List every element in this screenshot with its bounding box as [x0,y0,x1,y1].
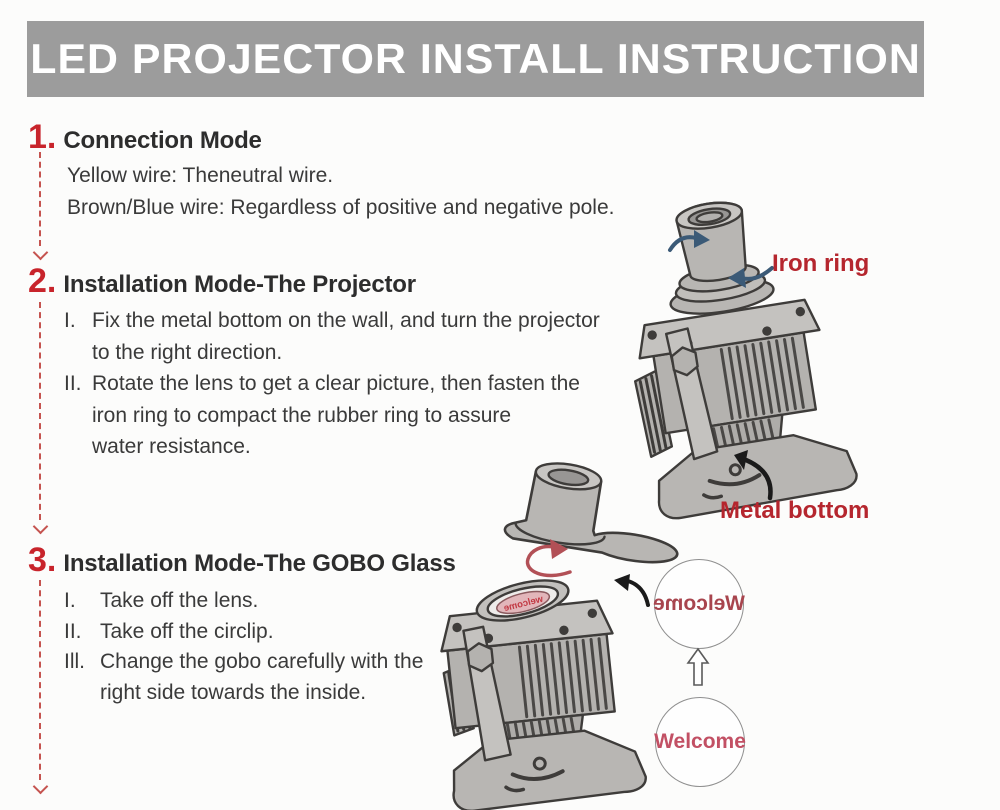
flip-up-arrow-icon [686,647,710,686]
flow-arrow-2 [39,302,41,520]
text-line: Rotate the lens to get a clear picture, … [92,372,580,395]
text-line: water resistance. [92,435,251,458]
section-3-number: 3. [28,541,57,579]
item-marker: I. [64,309,76,332]
section-3-title: Installation Mode-The GOBO Glass [63,550,456,577]
bracket-arm [462,625,512,762]
gobo-preview-normal-text: Welcome [654,730,746,753]
metal-bottom-arrow [734,450,773,501]
flow-arrow-1 [39,152,41,246]
text-line: Fix the metal bottom on the wall, and tu… [92,309,600,332]
fasten-arrow-blue [668,230,774,288]
text-line: Take off the lens. [100,589,259,612]
hex-knob [466,642,495,673]
section-1-heading: 1. Connection Mode [28,120,262,155]
section-2-heading: 2. Installation Mode-The Projector [28,264,416,299]
metal-bottom-base [657,434,858,520]
flow-arrow-3 [39,580,41,780]
text-line: Yellow wire: Theneutral wire. [67,164,334,187]
section-1-body: Yellow wire: Theneutral wire. Brown/Blue… [67,160,614,224]
section-3-body: I. Take off the lens. II. Take off the c… [64,586,423,708]
hex-knob [670,346,699,377]
list-item: I. Take off the lens. [64,586,423,617]
projector-assembled-illustration [634,201,858,520]
item-marker: II. [64,619,82,643]
item-marker: II. [64,372,82,395]
text-line: Change the gobo carefully with the [100,650,424,673]
list-item: I. Fix the metal bottom on the wall, and… [64,305,600,368]
section-3-heading: 3. Installation Mode-The GOBO Glass [28,543,456,578]
bracket-arm [664,327,719,461]
gobo-preview-mirrored: Welcome [653,559,745,649]
metal-bottom-base [452,729,647,810]
text-line: iron ring to compact the rubber ring to … [92,403,512,427]
open-top-arrow [614,574,650,607]
text-line: Take off the circlip. [100,619,274,643]
gobo-opening: welcome [475,579,570,622]
section-1-title: Connection Mode [63,127,262,154]
metal-bottom-label: Metal bottom [720,497,870,524]
iron-ring-label: Iron ring [772,250,870,277]
projector-open-illustration: welcome [440,462,679,810]
text-line: Brown/Blue wire: Regardless of positive … [67,196,615,219]
heatsink-fins-left [634,369,674,458]
section-1-number: 1. [28,118,57,156]
section-2-title: Installation Mode-The Projector [63,271,416,298]
list-item: Ill. Change the gobo carefully with the … [64,647,423,708]
gobo-preview-normal: Welcome [654,697,746,787]
gobo-preview-mirrored-text: Welcome [653,592,745,615]
text-line: to the right direction. [92,340,283,364]
detached-lens [503,462,679,564]
section-2-body: I. Fix the metal bottom on the wall, and… [64,305,600,463]
rotate-lens-arrow [525,539,572,578]
text-line: right side towards the inside. [100,680,367,704]
section-2-number: 2. [28,262,57,300]
list-item: II. Rotate the lens to get a clear pictu… [64,368,600,463]
lens-barrel [675,201,747,283]
item-marker: Ill. [64,650,85,673]
item-marker: I. [64,589,76,612]
list-item: II. Take off the circlip. [64,617,423,648]
header-banner: LED PROJECTOR INSTALL INSTRUCTION [27,21,924,97]
page-title: LED PROJECTOR INSTALL INSTRUCTION [30,35,921,82]
